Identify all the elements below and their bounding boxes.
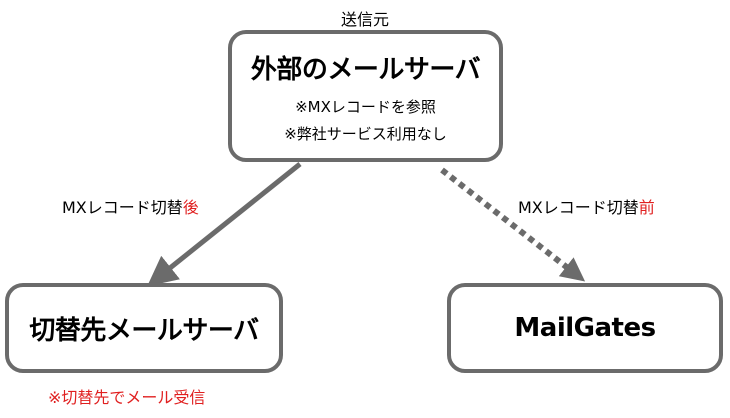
switched-mail-server-box: 切替先メールサーバ — [5, 283, 283, 373]
switched-mail-server-title: 切替先メールサーバ — [29, 315, 259, 346]
external-mail-server-title: 外部のメールサーバ — [250, 54, 481, 85]
mailgates-box: MailGates — [447, 283, 723, 373]
external-mail-server-box: 外部のメールサーバ ※MXレコードを参照 ※弊社サービス利用なし — [228, 30, 503, 162]
after-switch-label: MXレコード切替後 — [62, 194, 199, 218]
arrow-before-switch — [440, 167, 586, 282]
mx-record-note: ※MXレコードを参照 — [295, 97, 436, 116]
before-switch-prefix: MXレコード切替 — [518, 198, 639, 217]
no-service-note: ※弊社サービス利用なし — [284, 124, 447, 143]
after-switch-prefix: MXレコード切替 — [62, 198, 183, 217]
before-switch-suffix: 前 — [638, 198, 655, 217]
after-switch-suffix: 後 — [182, 198, 199, 217]
before-switch-label: MXレコード切替前 — [518, 194, 655, 218]
arrow-after-switch — [147, 162, 302, 287]
sender-label: 送信元 — [341, 10, 390, 29]
switched-server-note: ※切替先でメール受信 — [48, 388, 206, 407]
mailgates-title: MailGates — [514, 313, 656, 343]
